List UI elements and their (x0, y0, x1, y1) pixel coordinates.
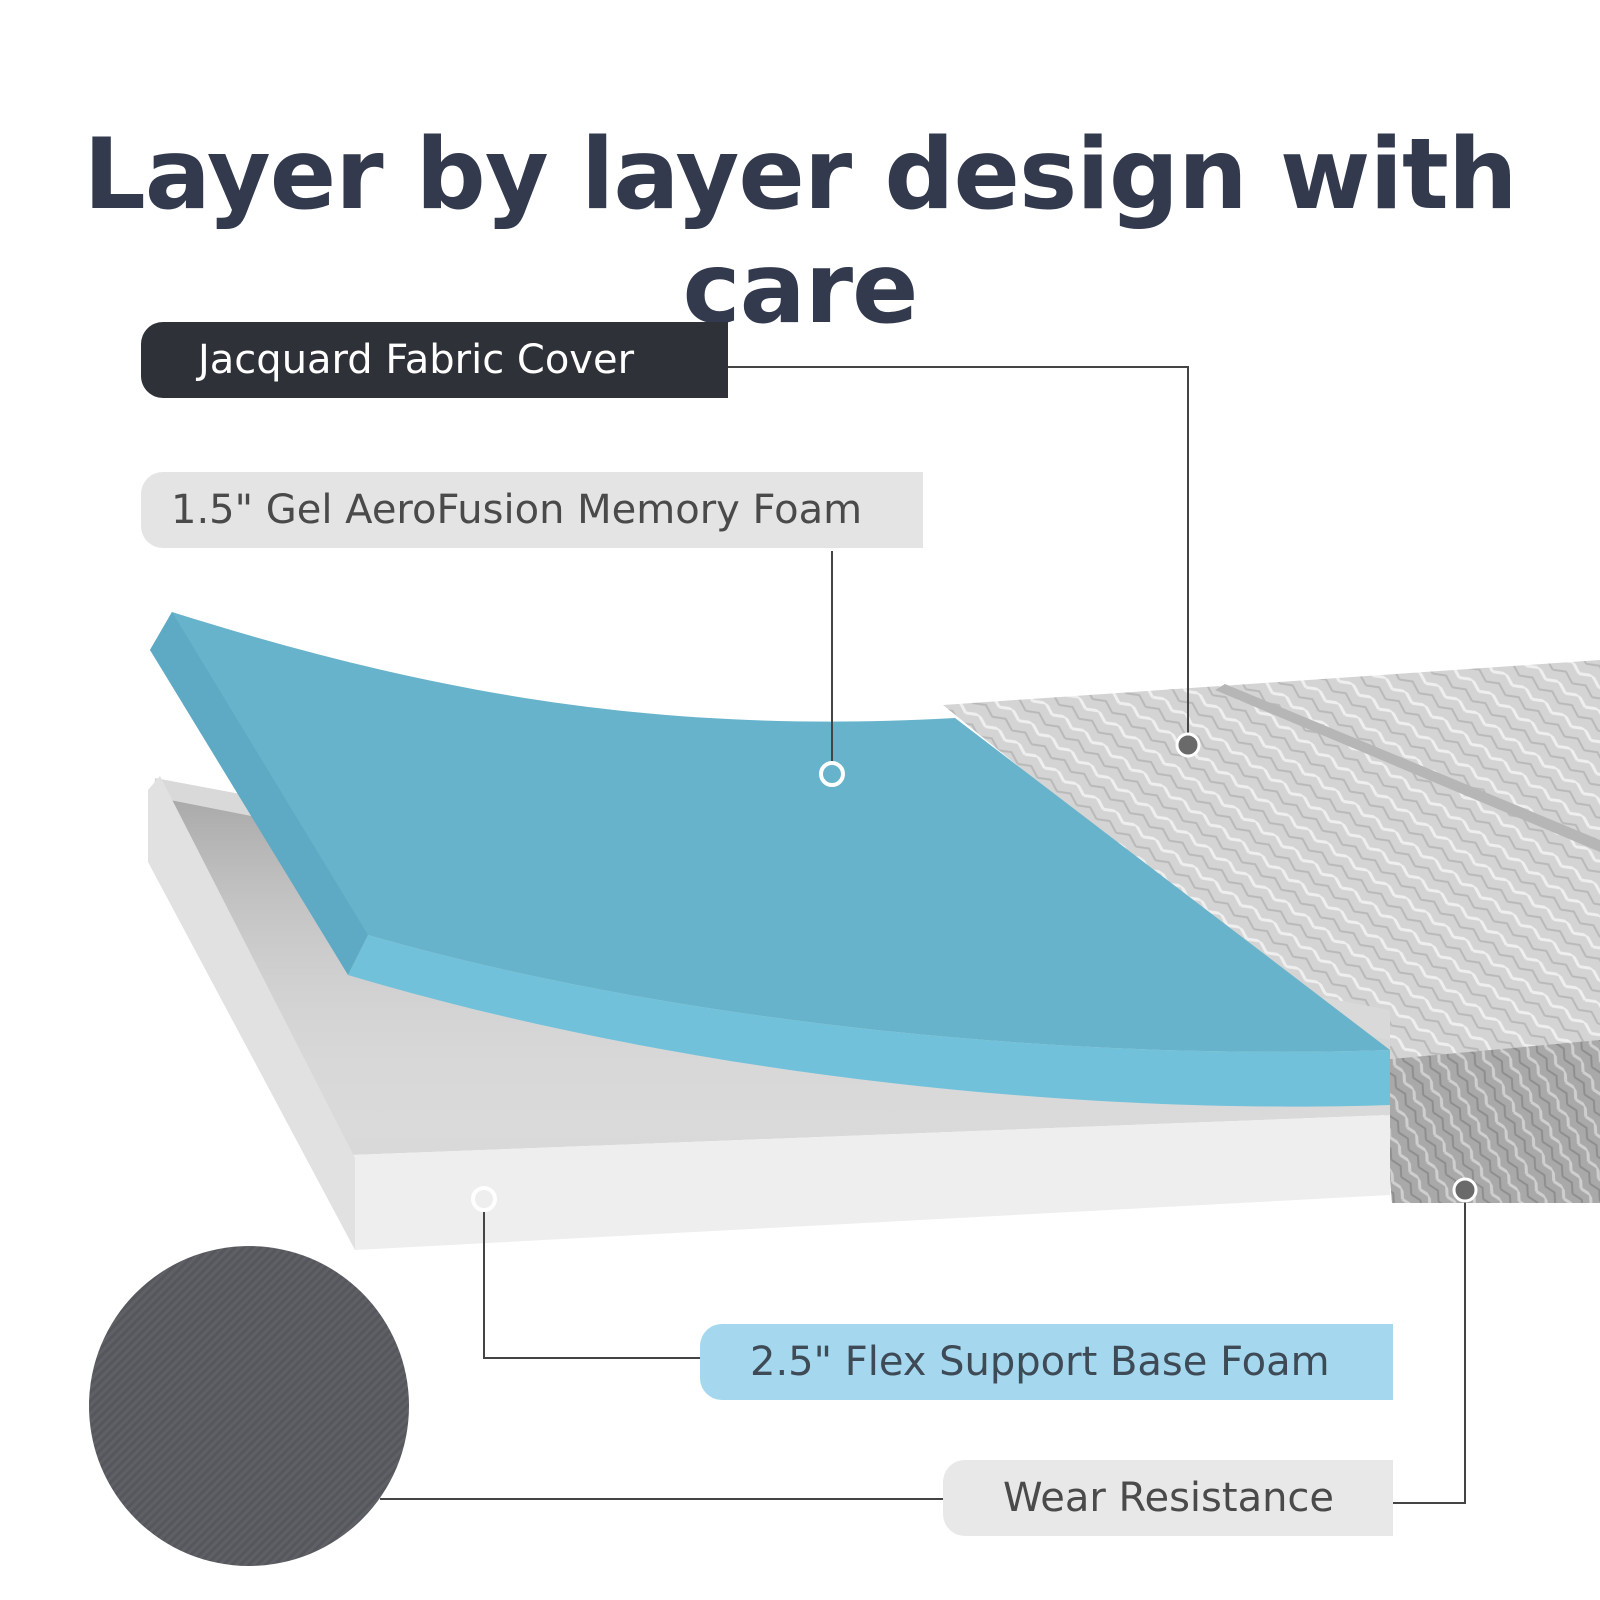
gel-foam-top (150, 612, 1390, 1052)
connector-base (483, 1211, 700, 1359)
cover-front-side (1380, 1040, 1600, 1203)
cover-mattress (943, 660, 1600, 1203)
wear-resistance-fabric-swatch (89, 1246, 409, 1566)
cover-fold-seam (1215, 684, 1600, 852)
connector-cover (728, 366, 1189, 733)
marker-gel (819, 761, 845, 787)
gel-foam-layer (150, 612, 1390, 1107)
label-jacquard-fabric-cover: Jacquard Fabric Cover (141, 322, 728, 398)
label-gel-memory-foam: 1.5" Gel AeroFusion Memory Foam (141, 472, 923, 548)
gel-foam-left-edge (150, 612, 368, 975)
marker-cover (1175, 732, 1201, 758)
gel-foam-front (348, 935, 1390, 1107)
marker-base (471, 1186, 497, 1212)
label-wear-resistance: Wear Resistance (943, 1460, 1393, 1536)
base-foam-front (353, 1115, 1390, 1250)
base-foam-left-edge (148, 776, 355, 1250)
connector-wear (1392, 1200, 1466, 1504)
marker-wear (1452, 1177, 1478, 1203)
connector-lines (380, 366, 1466, 1504)
label-flex-support-base-foam: 2.5" Flex Support Base Foam (700, 1324, 1393, 1400)
page-title: Layer by layer design with care (83, 118, 1517, 346)
